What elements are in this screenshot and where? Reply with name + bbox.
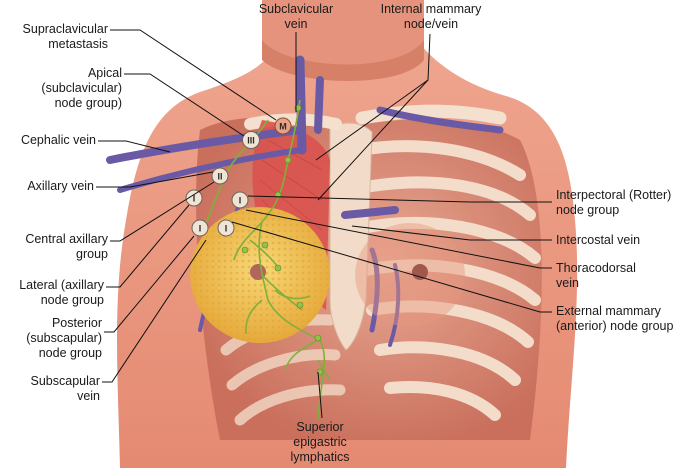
leader-internal-mammary-b bbox=[317, 79, 429, 201]
right-nipple bbox=[412, 264, 428, 280]
leader-subscapular bbox=[102, 239, 207, 383]
label-subclavicular-vein: Subclavicular vein bbox=[258, 2, 334, 31]
leader-superior-epigastric bbox=[317, 371, 323, 419]
node-marker-ii: II bbox=[211, 167, 229, 185]
label-cephalic-vein: Cephalic vein bbox=[20, 133, 96, 147]
label-supraclavicular-metastasis: Supraclavicular metastasis bbox=[22, 22, 108, 51]
svg-text:I: I bbox=[199, 224, 202, 234]
leader-lateral bbox=[106, 204, 190, 288]
node-marker-i-d: I bbox=[217, 219, 235, 237]
node-marker-i-b: I bbox=[231, 191, 249, 209]
veins bbox=[106, 55, 504, 347]
label-posterior-subscapular-node-group: Posterior (subscapular) node group bbox=[26, 316, 102, 360]
leader-cephalic bbox=[98, 140, 171, 153]
sternum bbox=[329, 122, 373, 351]
right-breast bbox=[355, 223, 465, 327]
leader-central-axillary bbox=[110, 181, 215, 242]
label-internal-mammary-node-vein: Internal mammary node/vein bbox=[380, 2, 482, 31]
svg-text:I: I bbox=[239, 196, 242, 206]
label-lateral-axillary-node-group: Lateral (axillary node group bbox=[19, 278, 104, 307]
svg-text:II: II bbox=[217, 172, 222, 182]
leader-external-mammary bbox=[231, 221, 552, 313]
leader-intercostal bbox=[351, 225, 552, 241]
label-central-axillary-group: Central axillary group bbox=[25, 232, 108, 261]
clavicle-left bbox=[244, 113, 342, 130]
label-intercostal-vein: Intercostal vein bbox=[556, 233, 641, 247]
ribs-right bbox=[354, 140, 541, 421]
svg-text:M: M bbox=[279, 122, 287, 132]
svg-text:I: I bbox=[193, 194, 196, 204]
leader-interpectoral bbox=[247, 195, 552, 203]
node-marker-i-c: I bbox=[191, 219, 209, 237]
leader-posterior bbox=[104, 235, 195, 333]
lymphatic-network bbox=[204, 99, 331, 421]
label-axillary-vein: Axillary vein bbox=[27, 179, 94, 193]
label-apical-node-group: Apical (subclavicular) node group) bbox=[41, 66, 122, 110]
leader-lines bbox=[96, 29, 552, 419]
svg-text:I: I bbox=[225, 224, 228, 234]
leader-thoracodorsal bbox=[245, 209, 552, 269]
label-interpectoral-rotter-node-group: Interpectoral (Rotter) node group bbox=[556, 188, 672, 217]
svg-text:III: III bbox=[247, 136, 255, 146]
label-external-mammary-anterior-node-group: External mammary (anterior) node group bbox=[556, 304, 674, 333]
label-superior-epigastric-lymphatics: Superior epigastric lymphatics bbox=[290, 420, 350, 464]
node-marker-m: M bbox=[274, 117, 292, 135]
node-marker-iii: III bbox=[242, 131, 260, 149]
leader-apical bbox=[124, 73, 245, 137]
node-marker-i-a: I bbox=[185, 189, 203, 207]
clavicle-right bbox=[355, 104, 507, 125]
leader-supraclavicular bbox=[110, 29, 277, 121]
label-thoracodorsal-vein: Thoracodorsal vein bbox=[556, 261, 636, 290]
label-subscapular-vein: Subscapular vein bbox=[30, 374, 101, 403]
leader-axillary-vein bbox=[96, 171, 214, 188]
